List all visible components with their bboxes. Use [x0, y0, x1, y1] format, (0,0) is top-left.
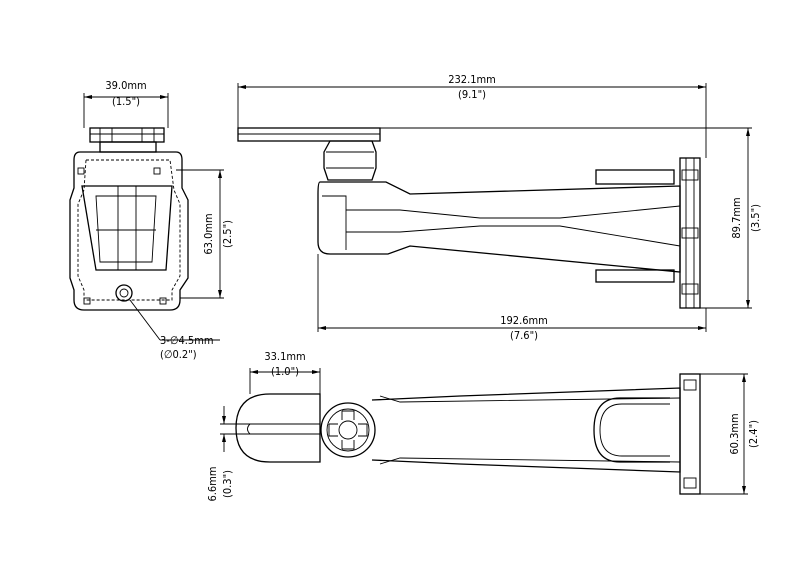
- front-height-metric: 63.0mm: [202, 213, 215, 254]
- side-view: 232.1mm (9.1") 192.6mm (7.6") 89.7mm (3.…: [237, 73, 762, 342]
- front-mount-hole: [115, 284, 133, 302]
- side-upper-rib: [595, 169, 675, 185]
- front-top-plate: [89, 127, 165, 143]
- top-base-imperial: (2.4"): [747, 420, 760, 448]
- side-swivel: [323, 140, 377, 181]
- top-plate-width-metric: 33.1mm: [264, 350, 305, 363]
- side-height-metric: 89.7mm: [730, 197, 743, 238]
- top-slot-imperial: (0.3"): [221, 470, 234, 498]
- hole-metric: 3-∅4.5mm: [160, 334, 214, 347]
- top-slot: [247, 423, 320, 435]
- front-neck: [99, 141, 157, 153]
- side-length-imperial: (9.1"): [458, 88, 486, 101]
- top-plate: [235, 393, 321, 463]
- top-slot-metric: 6.6mm: [206, 466, 219, 501]
- top-swivel-knob: [320, 402, 376, 458]
- top-plate-width-imperial: (1.0"): [271, 365, 299, 378]
- arm-length-metric: 192.6mm: [500, 314, 548, 327]
- front-view: 39.0mm (1.5") 63.0mm (2.5") 3-∅4.5mm (∅0…: [69, 79, 234, 361]
- side-height-imperial: (3.5"): [749, 204, 762, 232]
- front-inner-contour: [77, 159, 181, 301]
- hole-imperial: (∅0.2"): [160, 348, 197, 361]
- side-wall-plate: [679, 157, 701, 309]
- side-top-plate: [237, 127, 381, 142]
- side-lower-rib: [595, 269, 675, 283]
- front-cradle: [81, 185, 173, 271]
- front-width-imperial: (1.5"): [112, 95, 140, 108]
- top-view: 33.1mm (1.0") 6.6mm (0.3") 60.3mm (2.4"): [206, 350, 760, 502]
- front-body-outline: [69, 151, 189, 311]
- front-width-metric: 39.0mm: [105, 79, 146, 92]
- arm-length-imperial: (7.6"): [510, 329, 538, 342]
- side-length-metric: 232.1mm: [448, 73, 496, 86]
- side-arm: [317, 181, 681, 273]
- front-height-imperial: (2.5"): [221, 220, 234, 248]
- top-base-metric: 60.3mm: [728, 413, 741, 454]
- top-arm-loop: [593, 397, 670, 463]
- top-wall-plate: [679, 373, 701, 495]
